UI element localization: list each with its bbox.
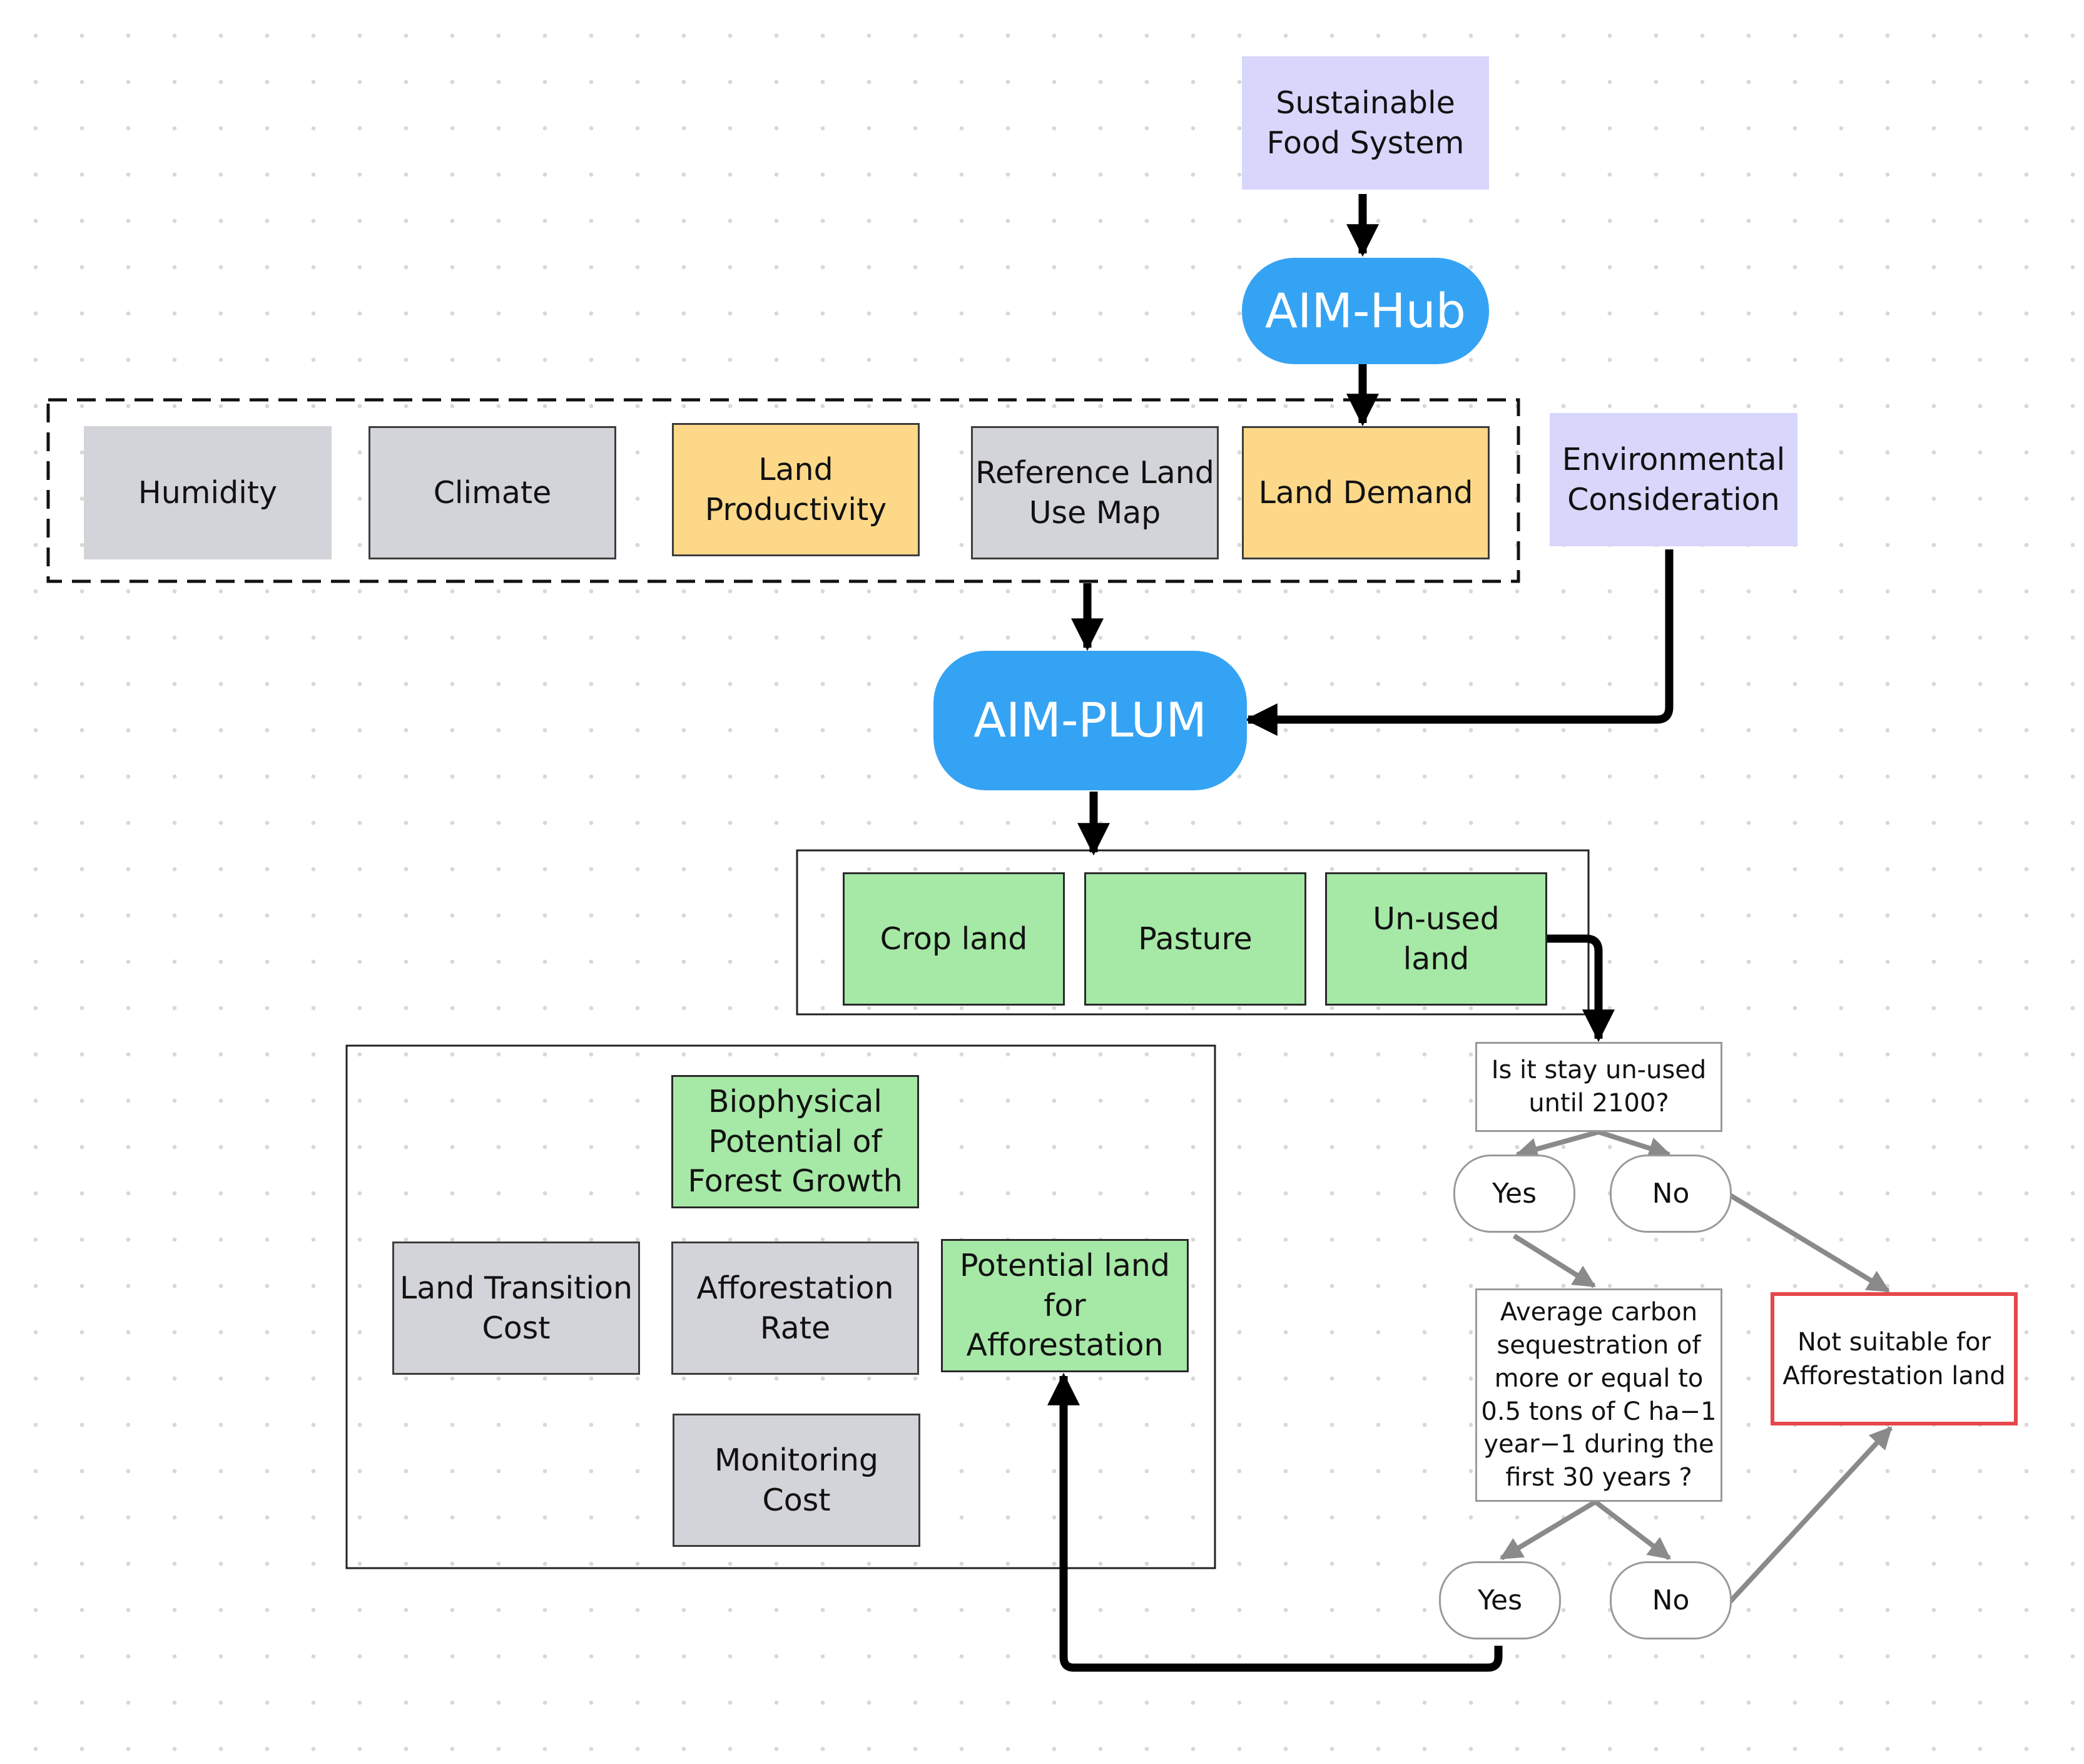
climate-node: Climate <box>369 426 616 559</box>
arrow-question1-to-no <box>1597 1129 1672 1160</box>
environmental-consideration-node: Environmental Consideration <box>1550 413 1797 546</box>
biophysical-potential-node: Biophysical Potential of Forest Growth <box>671 1075 919 1208</box>
arrow-no1-to-not-suitable <box>1726 1191 1891 1293</box>
yes-answer-1: Yes <box>1453 1155 1575 1233</box>
afforestation-factors-frame <box>345 1044 1216 1569</box>
input-group-frame <box>46 398 1520 583</box>
not-suitable-node: Not suitable for Afforestation land <box>1771 1292 2018 1425</box>
sustainable-food-system-node: Sustainable Food System <box>1242 56 1489 190</box>
land-use-group-frame <box>796 849 1590 1016</box>
question-carbon-sequestration-node: Average carbon sequestration of more or … <box>1475 1288 1722 1502</box>
land-demand-node: Land Demand <box>1242 426 1490 559</box>
crop-land-node: Crop land <box>843 872 1065 1006</box>
aim-hub-node: AIM-Hub <box>1242 258 1489 364</box>
unused-land-node: Un-used land <box>1325 872 1547 1006</box>
no-answer-1: No <box>1610 1155 1732 1233</box>
arrow-environment-to-plum <box>1244 549 1674 736</box>
arrow-question2-to-no <box>1593 1499 1671 1561</box>
arrow-question1-to-yes <box>1515 1129 1600 1160</box>
arrow-yes-to-potential-land <box>1047 1372 1503 1672</box>
humidity-node: Humidity <box>84 426 332 559</box>
arrow-question2-to-yes <box>1499 1499 1597 1561</box>
no-answer-2: No <box>1610 1561 1732 1639</box>
yes-answer-2: Yes <box>1439 1561 1561 1639</box>
arrow-yes1-to-question2 <box>1512 1233 1597 1288</box>
aim-plum-node: AIM-PLUM <box>933 651 1247 790</box>
afforestation-rate-node: Afforestation Rate <box>671 1241 919 1375</box>
reference-land-use-map-node: Reference Land Use Map <box>971 426 1219 559</box>
potential-land-afforestation-node: Potential land for Afforestation <box>941 1239 1189 1372</box>
arrow-unused-to-question <box>1545 934 1615 1043</box>
land-transition-cost-node: Land Transition Cost <box>392 1241 640 1375</box>
question-stay-unused-node: Is it stay un-used until 2100? <box>1475 1042 1722 1132</box>
land-productivity-node: Land Productivity <box>672 423 920 556</box>
monitoring-cost-node: Monitoring Cost <box>673 1414 920 1547</box>
arrow-no2-to-not-suitable <box>1728 1426 1893 1604</box>
pasture-node: Pasture <box>1084 872 1306 1006</box>
